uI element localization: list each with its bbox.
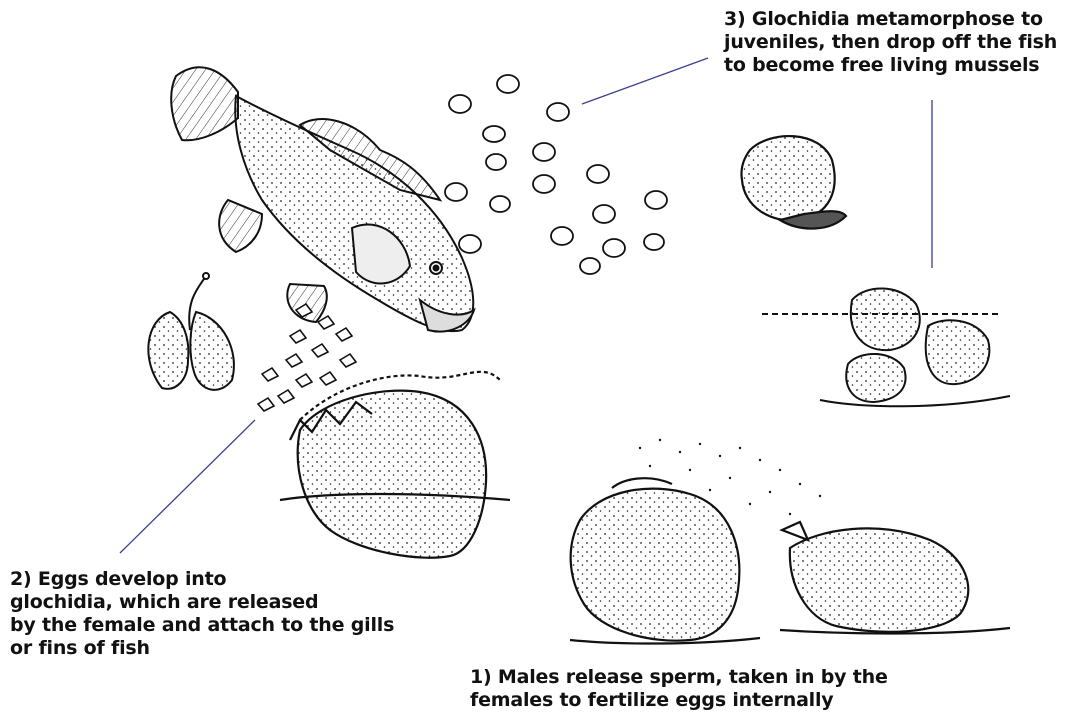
spawning-mussels bbox=[570, 478, 1010, 643]
host-fish bbox=[171, 67, 474, 331]
open-glochidium bbox=[148, 273, 234, 390]
female-mussel bbox=[280, 372, 510, 558]
leader-line-step3-glochidia bbox=[582, 58, 708, 104]
male-mussel-left bbox=[571, 489, 740, 641]
caption-step-2: 2) Eggs develop into glochidia, which ar… bbox=[10, 568, 394, 660]
caption-line: 1) Males release sperm, taken in by the bbox=[470, 666, 888, 689]
caption-step-1: 1) Males release sperm, taken in by the … bbox=[470, 666, 888, 712]
caption-line: 2) Eggs develop into bbox=[10, 568, 394, 591]
fish-pectoral-fin bbox=[219, 200, 262, 252]
caption-step-3: 3) Glochidia metamorphose to juveniles, … bbox=[724, 8, 1057, 77]
caption-line: glochidia, which are released bbox=[10, 591, 394, 614]
juvenile-mussels-cluster bbox=[762, 288, 1010, 406]
juvenile-glochidia-cloud bbox=[445, 75, 667, 274]
caption-line: by the female and attach to the gills bbox=[10, 614, 394, 637]
caption-line: juveniles, then drop off the fish bbox=[724, 31, 1057, 54]
fish-tail bbox=[171, 67, 238, 140]
caption-line: to become free living mussels bbox=[724, 54, 1057, 77]
caption-line: 3) Glochidia metamorphose to bbox=[724, 8, 1057, 31]
fish-pelvic-fin bbox=[287, 284, 327, 322]
caption-line: females to fertilize eggs internally bbox=[470, 689, 888, 712]
female-mussel-right bbox=[790, 528, 968, 631]
juvenile-mussel-single bbox=[741, 136, 846, 228]
leader-line-step2 bbox=[120, 420, 255, 553]
caption-line: or fins of fish bbox=[10, 637, 394, 660]
